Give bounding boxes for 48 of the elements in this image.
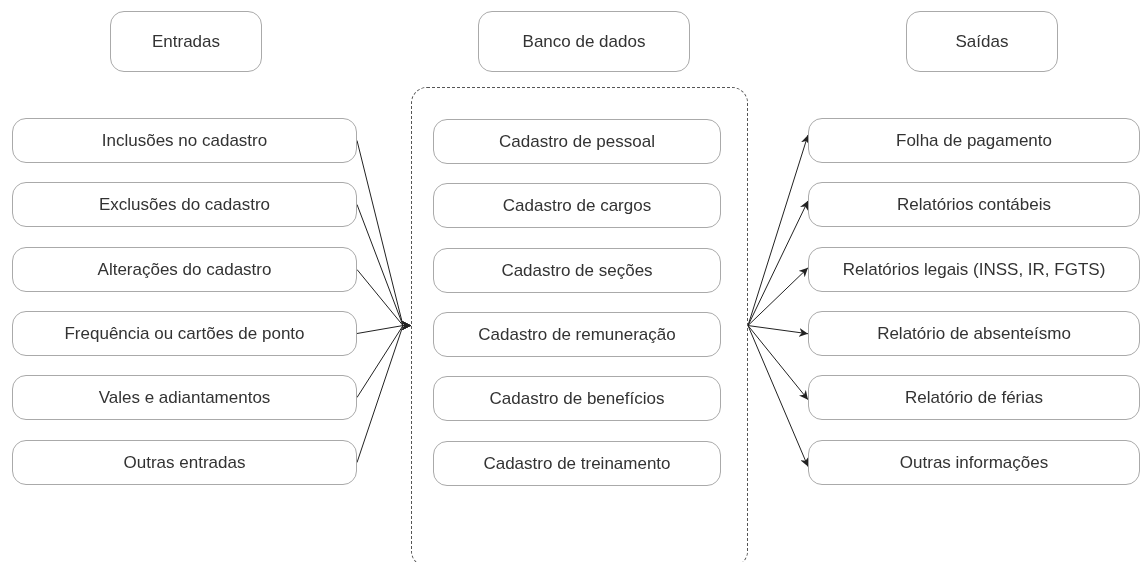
- process-box: [12, 118, 357, 163]
- box-label: Relatórios legais (INSS, IR, FGTS): [842, 259, 1106, 280]
- box-label: Relatório de férias: [905, 387, 1043, 408]
- box-label: Cadastro de pessoal: [499, 131, 655, 152]
- process-box: [12, 247, 357, 292]
- process-box: [433, 376, 721, 421]
- process-box: [808, 247, 1140, 292]
- box-label: Cadastro de treinamento: [483, 453, 671, 474]
- box-label: Banco de dados: [522, 31, 646, 52]
- box-label: Cadastro de benefícios: [489, 388, 665, 409]
- process-box: [12, 182, 357, 227]
- box-label: Frequência ou cartões de ponto: [64, 323, 305, 344]
- process-box: [12, 311, 357, 356]
- box-label: Outras informações: [899, 452, 1049, 473]
- column-header-box: [478, 11, 690, 72]
- box-label: Entradas: [151, 31, 220, 52]
- process-box: [433, 119, 721, 164]
- box-label: Relatórios contábeis: [897, 194, 1051, 215]
- box-label: Inclusões no cadastro: [101, 130, 268, 151]
- process-box: [433, 248, 721, 293]
- column-header-box: [906, 11, 1058, 72]
- box-label: Cadastro de cargos: [502, 195, 652, 216]
- process-box: [808, 440, 1140, 485]
- box-label: Exclusões do cadastro: [98, 194, 270, 215]
- box-label: Vales e adiantamentos: [98, 387, 271, 408]
- box-label: Folha de pagamento: [896, 130, 1052, 151]
- process-box: [808, 118, 1140, 163]
- process-box: [433, 183, 721, 228]
- process-box: [12, 375, 357, 420]
- process-box: [433, 441, 721, 486]
- box-label: Outras entradas: [123, 452, 246, 473]
- column-header-box: [110, 11, 262, 72]
- arrow: [747, 267, 809, 327]
- box-label: Alterações do cadastro: [97, 259, 272, 280]
- process-box: [12, 440, 357, 485]
- arrow: [747, 325, 809, 337]
- process-box: [808, 375, 1140, 420]
- arrow: [747, 325, 809, 401]
- process-box: [433, 312, 721, 357]
- box-label: Cadastro de seções: [501, 260, 653, 281]
- arrow: [356, 321, 412, 463]
- arrow: [747, 200, 809, 327]
- process-box: [808, 182, 1140, 227]
- box-label: Relatório de absenteísmo: [877, 323, 1071, 344]
- box-label: Saídas: [955, 31, 1009, 52]
- box-label: Cadastro de remuneração: [478, 324, 676, 345]
- arrow: [747, 325, 809, 468]
- process-box: [808, 311, 1140, 356]
